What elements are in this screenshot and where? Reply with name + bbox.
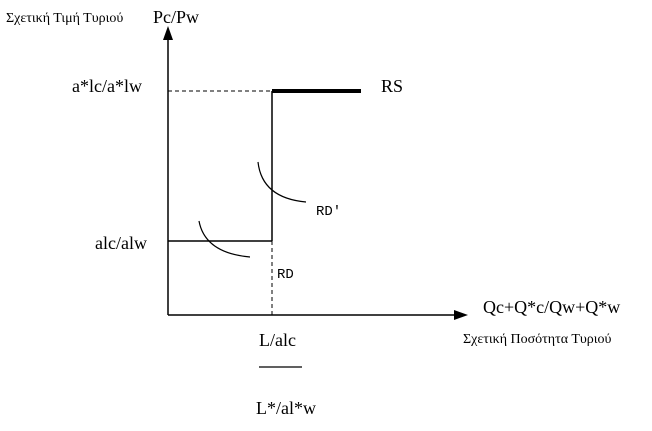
- x-axis-arrowhead: [454, 310, 468, 320]
- quantity-numerator: L/alc: [259, 330, 296, 350]
- x-axis-title-greek: Σχετική Ποσότητα Τυριού: [463, 332, 612, 347]
- upper-price-label: a*lc/a*lw: [72, 76, 142, 96]
- quantity-denominator: L*/al*w: [256, 398, 316, 418]
- rd-curve: [198, 220, 251, 258]
- demand-label: RD: [277, 267, 294, 283]
- y-axis-title-greek: Σχετική Τιμή Τυριού: [6, 11, 124, 26]
- x-axis-title-formula: Qc+Q*c/Qw+Q*w: [483, 297, 621, 317]
- supply-label: RS: [381, 76, 404, 96]
- y-axis-title-ratio: Pc/Pw: [153, 7, 200, 27]
- rd-prime-curve: [257, 161, 307, 203]
- demand-prime-label: RD': [316, 204, 342, 220]
- y-axis-arrowhead: [163, 26, 173, 40]
- lower-price-label: alc/alw: [95, 233, 147, 253]
